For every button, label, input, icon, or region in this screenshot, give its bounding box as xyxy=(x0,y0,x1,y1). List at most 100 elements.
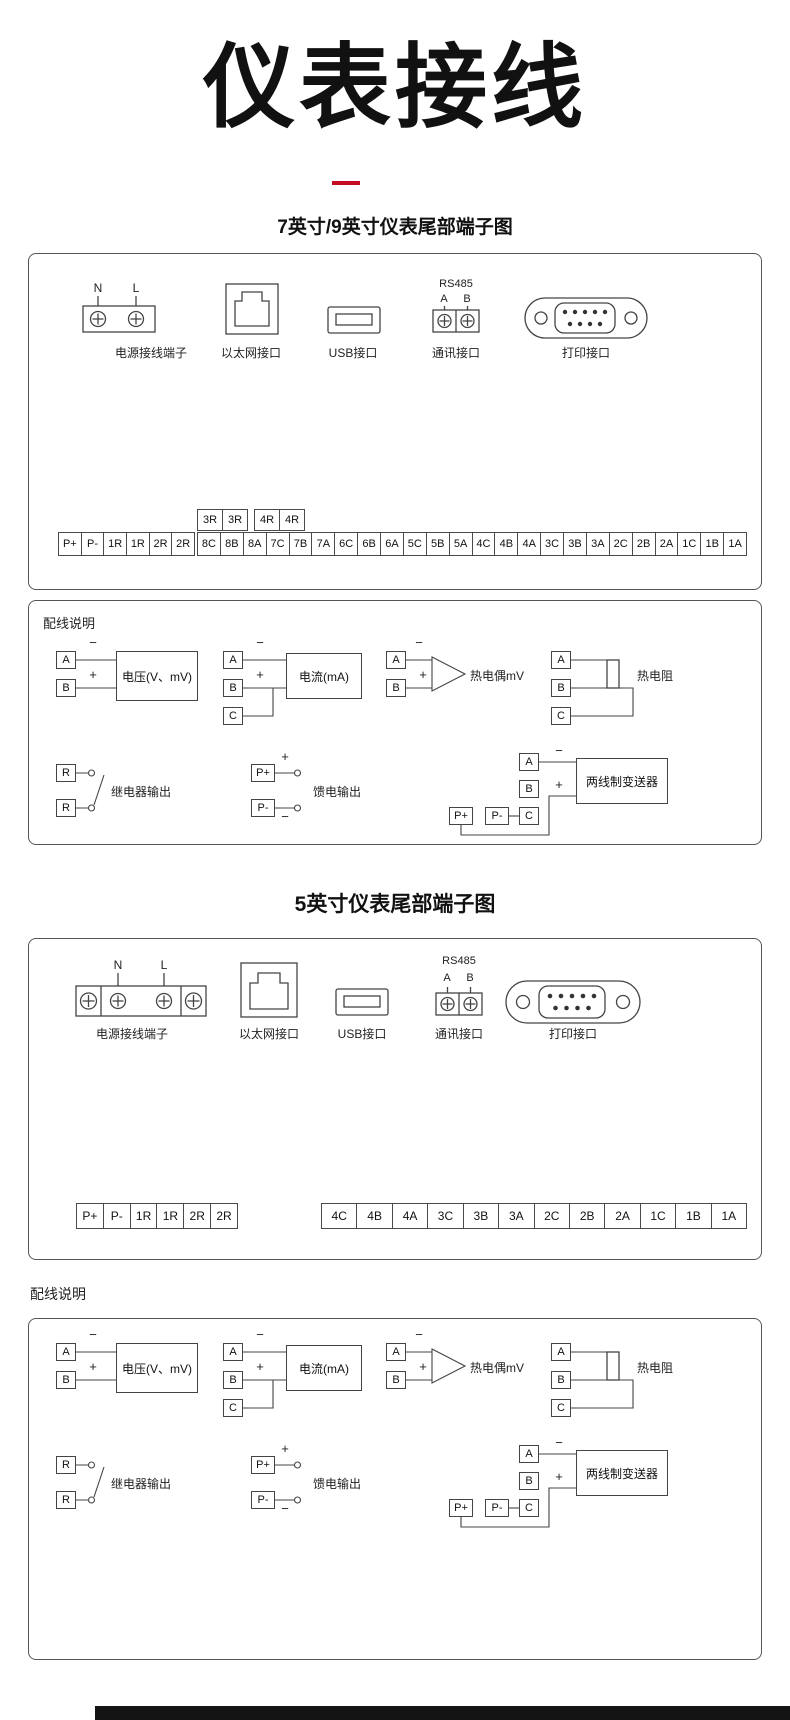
terminal-cell: 5B xyxy=(425,532,450,556)
terminal-cell: 8A xyxy=(242,532,267,556)
terminal-r: R xyxy=(56,1491,76,1509)
title-accent-mark xyxy=(332,181,360,185)
comm-pin-a: A xyxy=(443,972,451,984)
terminal-cell: 2R xyxy=(183,1203,212,1229)
usb-label: USB接口 xyxy=(337,1027,387,1041)
terminal-cell: 2C xyxy=(608,532,633,556)
terminal-cell: 2A xyxy=(654,532,679,556)
panel-7-9-terminals: N L RS485 A B 电源接线端子 以太网接口 USB接口 通讯接口 打印… xyxy=(28,253,762,590)
terminal-b: B xyxy=(386,679,406,697)
printer-label: 打印接口 xyxy=(561,346,610,360)
power-pin-n: N xyxy=(113,958,123,972)
terminal-a: A xyxy=(223,651,243,669)
terminal-cell: 1R xyxy=(103,532,128,556)
current-input-box: 电流(mA) xyxy=(286,653,362,699)
plus-sign: + xyxy=(89,1359,97,1374)
terminal-b: B xyxy=(56,1371,76,1389)
feed-output-label: 馈电输出 xyxy=(313,785,362,799)
plus-sign: + xyxy=(555,777,563,792)
terminal-cell: 5C xyxy=(402,532,427,556)
terminal-cell: 4B xyxy=(494,532,519,556)
relay-output-label: 继电器输出 xyxy=(111,1477,172,1491)
section-5-heading: 5英寸仪表尾部端子图 xyxy=(294,893,496,916)
usb-icon xyxy=(327,306,381,334)
terminal-c: C xyxy=(551,707,571,725)
wiring-heading: 配线说明 xyxy=(43,616,96,631)
comm-pin-b: B xyxy=(463,293,471,305)
terminal-cell: 8C xyxy=(197,532,221,556)
voltage-input-box: 电压(V、mV) xyxy=(116,651,198,701)
connector-icons xyxy=(82,283,648,339)
terminal-cell: 6B xyxy=(357,532,381,556)
minus-sign: − xyxy=(555,743,563,758)
wiring-lines xyxy=(76,1348,634,1528)
terminal-cell: 3B xyxy=(462,1203,500,1229)
minus-sign: − xyxy=(256,635,264,650)
printer-port-icon xyxy=(524,297,648,339)
terminal-cell: 1B xyxy=(675,1203,712,1229)
section-7-9-heading: 7英寸/9英寸仪表尾部端子图 xyxy=(277,217,513,238)
plus-sign: + xyxy=(419,1359,427,1374)
terminal-cell: 3C xyxy=(427,1203,464,1229)
plus-sign: + xyxy=(281,1441,289,1456)
terminal-a: A xyxy=(386,651,406,669)
terminal-cell: 1C xyxy=(639,1203,677,1229)
terminal-cell: 4R xyxy=(254,509,280,531)
terminal-cell: 1A xyxy=(723,532,747,556)
feed-output-label: 馈电输出 xyxy=(313,1477,362,1491)
terminal-c: C xyxy=(223,1399,243,1417)
footer-bar xyxy=(95,1706,790,1720)
terminal-cell: P- xyxy=(102,1203,131,1229)
terminal-c: C xyxy=(223,707,243,725)
minus-sign: − xyxy=(89,635,97,650)
terminal-p-minus: P- xyxy=(485,807,509,825)
rtd-label: 热电阻 xyxy=(637,669,674,683)
terminal-cell: 3R xyxy=(197,509,223,531)
terminal-cell: 3C xyxy=(540,532,564,556)
terminal-c: C xyxy=(551,1399,571,1417)
wiring-diagram: A B − + 电压(V、mV) A B C − + 电流(mA) A B − … xyxy=(29,1328,763,1553)
rtd-label: 热电阻 xyxy=(637,1361,674,1375)
minus-sign: − xyxy=(415,1327,423,1342)
terminal-p-plus: P+ xyxy=(251,1456,275,1474)
terminal-cell: 4B xyxy=(356,1203,393,1229)
relay-output-label: 继电器输出 xyxy=(111,785,172,799)
plus-sign: + xyxy=(256,667,264,682)
resistor-icon xyxy=(606,1351,620,1381)
thermocouple-junction-icon xyxy=(431,656,467,692)
terminal-cell: 4C xyxy=(321,1203,358,1229)
minus-sign: − xyxy=(89,1327,97,1342)
comm-label: 通讯接口 xyxy=(434,1027,483,1041)
minus-sign: − xyxy=(415,635,423,650)
power-label: 电源接线端子 xyxy=(114,346,187,360)
comm-pin-b: B xyxy=(466,972,474,984)
comm-terminal-icon xyxy=(435,987,483,1016)
comm-label: 通讯接口 xyxy=(431,346,480,360)
terminal-p-minus: P- xyxy=(485,1499,509,1517)
terminal-cell: 1R xyxy=(126,532,150,556)
terminal-c: C xyxy=(519,1499,539,1517)
resistor-icon xyxy=(606,659,620,689)
usb-icon xyxy=(335,988,389,1016)
wiring-panel-bottom: A B − + 电压(V、mV) A B C − + 电流(mA) A B − … xyxy=(28,1318,762,1660)
relay-switch-icon xyxy=(93,774,105,806)
terminal-a: A xyxy=(56,1343,76,1361)
terminal-cell: 5A xyxy=(448,532,473,556)
terminal-cell: 7C xyxy=(265,532,290,556)
terminal-b: B xyxy=(223,1371,243,1389)
minus-sign: − xyxy=(281,1501,289,1516)
minus-sign: − xyxy=(555,1435,563,1450)
ethernet-icon xyxy=(225,283,279,335)
terminal-cell: P+ xyxy=(58,532,82,556)
terminal-b: B xyxy=(551,679,571,697)
terminal-cell: 2A xyxy=(604,1203,641,1229)
terminal-a: A xyxy=(551,1343,571,1361)
terminal-p-minus: P- xyxy=(251,799,275,817)
terminal-cell: 3R xyxy=(222,509,248,531)
terminal-p-plus: P+ xyxy=(449,1499,473,1517)
